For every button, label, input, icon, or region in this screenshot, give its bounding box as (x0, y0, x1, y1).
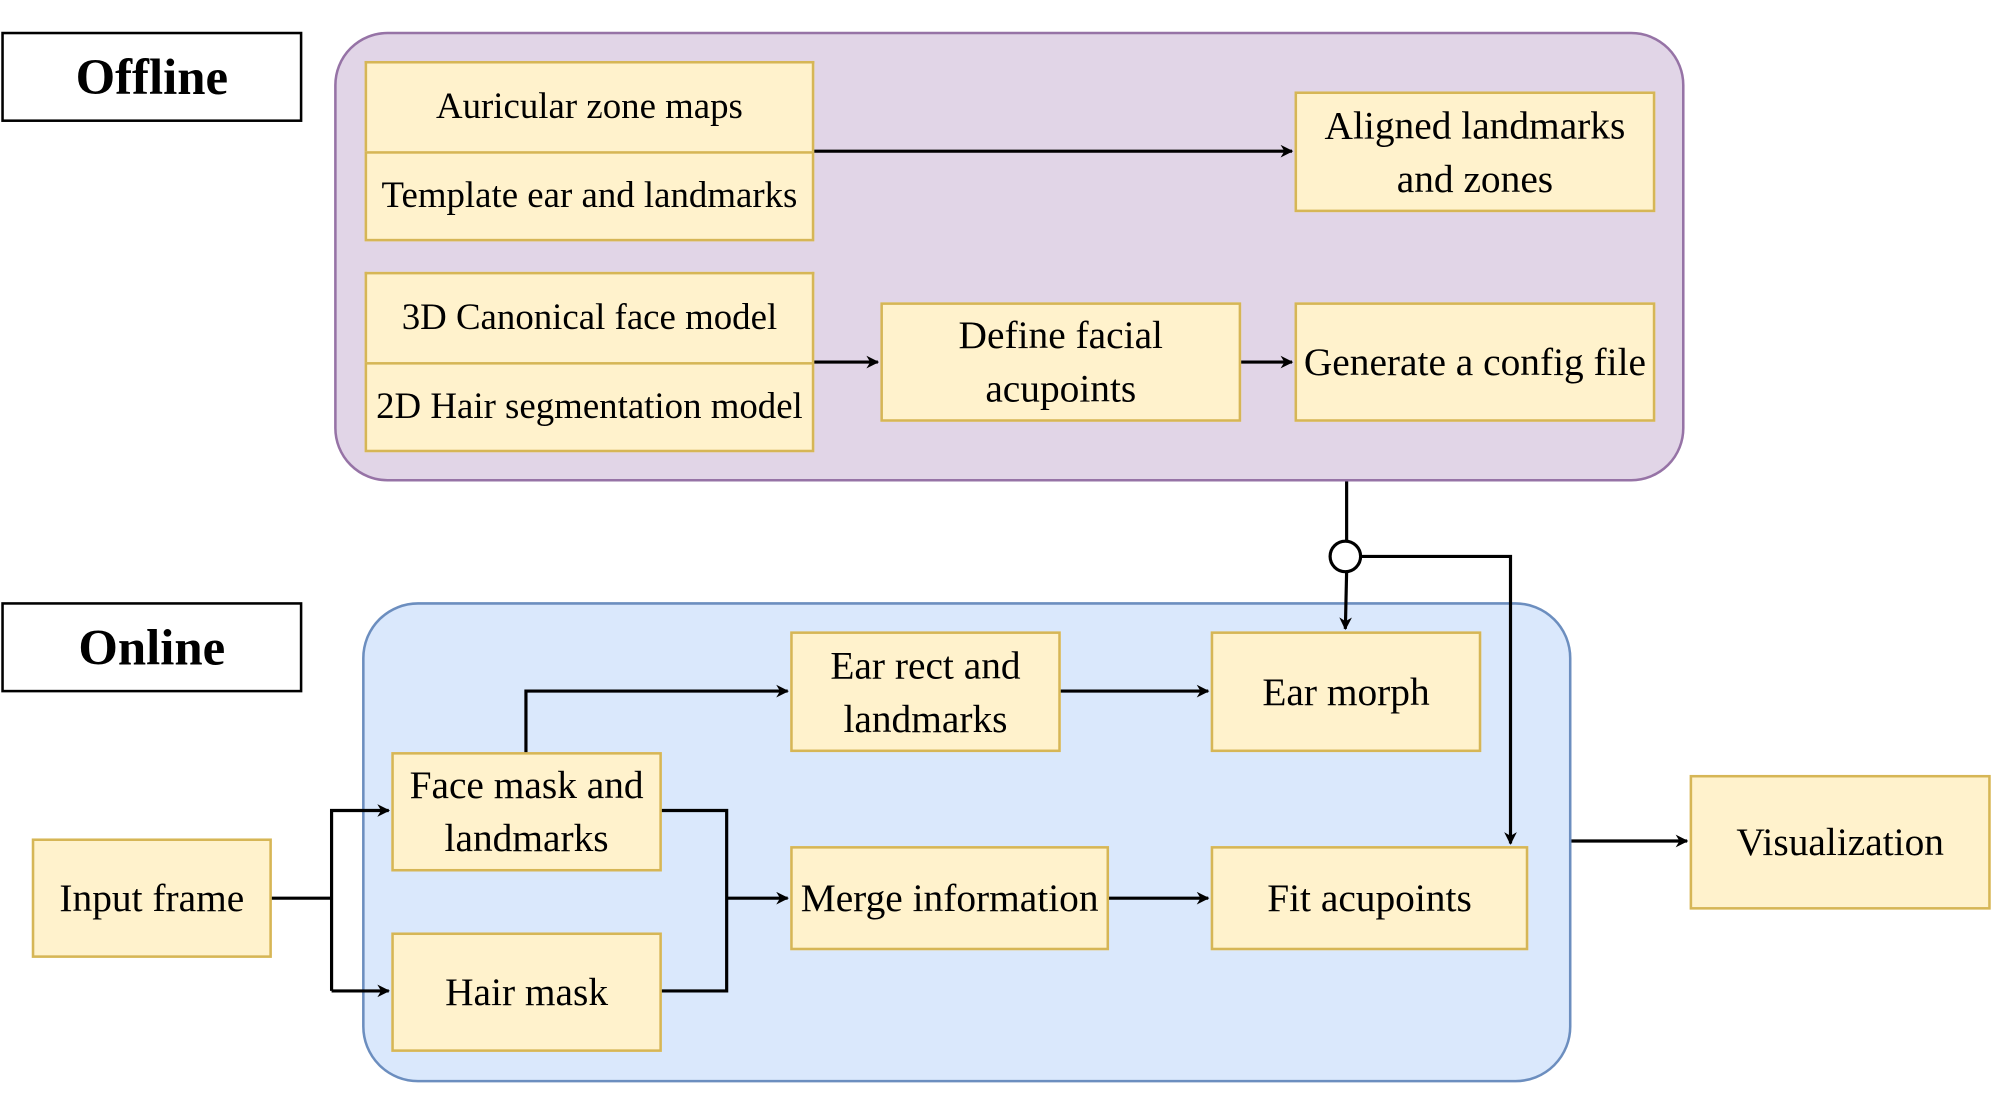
visualization-node: Visualization (1689, 774, 1991, 910)
generate-config-file-node: Generate a config file (1294, 302, 1656, 422)
arrow-junction-to-fit-acupoints (1360, 554, 1517, 845)
aligned-landmarks-zones-node: Aligned landmarks and zones (1294, 91, 1656, 213)
hair-segmentation-model-node: 2D Hair segmentation model (364, 362, 815, 453)
hair-mask-node: Hair mask (391, 932, 662, 1052)
ear-rect-landmarks-node: Ear rect and landmarks (790, 631, 1061, 753)
merge-information-node: Merge information (790, 846, 1110, 951)
auricular-zone-maps-node: Auricular zone maps (364, 60, 815, 153)
template-ear-landmarks-node: Template ear and landmarks (364, 151, 815, 242)
online-label: Online (1, 602, 303, 693)
junction-node (1328, 539, 1363, 574)
fit-acupoints-node: Fit acupoints (1210, 846, 1529, 951)
offline-label: Offline (1, 31, 303, 122)
input-frame-node: Input frame (31, 838, 272, 958)
canonical-face-model-node: 3D Canonical face model (364, 271, 815, 364)
define-facial-acupoints-node: Define facial acupoints (880, 302, 1242, 422)
face-mask-landmarks-node: Face mask and landmarks (391, 752, 662, 872)
arrow-junction-to-ear-morph (1339, 571, 1352, 631)
arrow-face-mask-to-ear-rect (524, 684, 789, 753)
arrow-input-to-face-mask (329, 804, 391, 991)
line-face-mask-to-merge (661, 808, 729, 993)
ear-morph-node: Ear morph (1210, 631, 1482, 753)
